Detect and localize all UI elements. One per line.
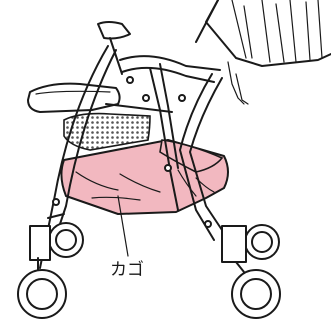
front-wheel-back <box>245 225 279 259</box>
rear-wheel-back <box>49 223 83 257</box>
basket <box>61 140 228 214</box>
strap <box>228 62 248 104</box>
canopy <box>196 0 331 66</box>
mesh-panel <box>64 114 150 150</box>
footrest-cushion <box>28 84 120 112</box>
basket-label: カゴ <box>110 259 144 280</box>
